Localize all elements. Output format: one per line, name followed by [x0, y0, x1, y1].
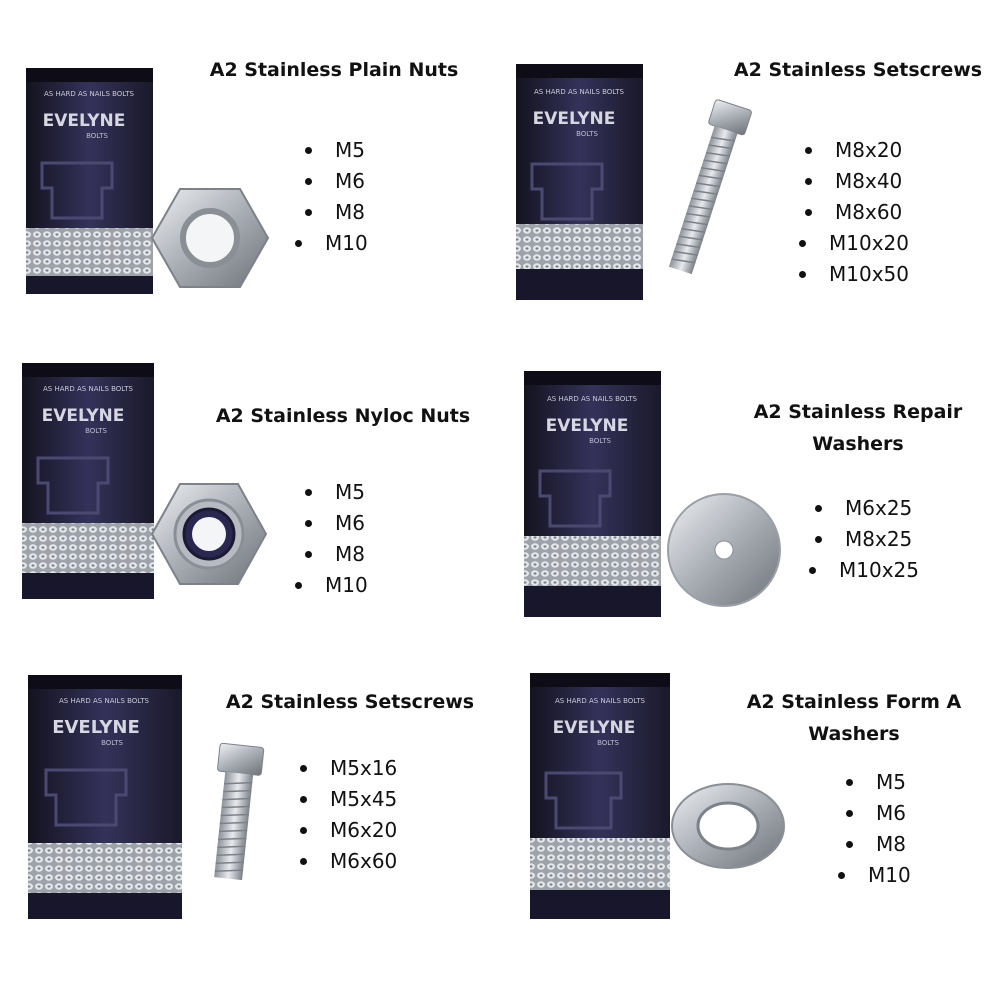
product-pouch-image: AS HARD AS NAILS BOLTS EVELYNE BOLTS	[516, 64, 643, 300]
size-item: M6	[305, 508, 368, 539]
pouch-brand-sub: BOLTS	[85, 427, 107, 435]
pouch-tagline: AS HARD AS NAILS BOLTS	[555, 697, 646, 705]
size-item: M5	[846, 767, 911, 798]
size-item: M5	[305, 135, 368, 166]
product-card-nyloc-nuts: AS HARD AS NAILS BOLTS EVELYNE BOLTS A2 …	[0, 345, 500, 675]
pouch-brand: EVELYNE	[533, 109, 616, 129]
size-list: M5x16 M5x45 M6x20 M6x60	[299, 753, 397, 877]
pouch-brand-sub: BOLTS	[589, 437, 611, 445]
pouch-brand-sub: BOLTS	[101, 739, 123, 747]
pouch-brand-sub: BOLTS	[576, 130, 598, 138]
pouch-tagline: AS HARD AS NAILS BOLTS	[534, 88, 625, 96]
pouch-brand: EVELYNE	[553, 718, 636, 738]
product-pouch-image: AS HARD AS NAILS BOLTS EVELYNE BOLTS	[26, 68, 153, 294]
size-item: M5	[305, 477, 368, 508]
size-item: M8	[305, 197, 368, 228]
pouch-tagline: AS HARD AS NAILS BOLTS	[59, 697, 150, 705]
hex-nut-image	[150, 188, 270, 288]
product-title: A2 Stainless Form A Washers	[746, 691, 962, 745]
size-item: M8x60	[805, 197, 909, 228]
pouch-tagline: AS HARD AS NAILS BOLTS	[44, 90, 135, 98]
product-card-setscrews-long: AS HARD AS NAILS BOLTS EVELYNE BOLTS A2 …	[500, 0, 1000, 330]
product-pouch-image: AS HARD AS NAILS BOLTS EVELYNE BOLTS	[22, 363, 154, 599]
product-card-form-a-washers: AS HARD AS NAILS BOLTS EVELYNE BOLTS A2 …	[500, 670, 1000, 1000]
size-item: M6	[305, 166, 368, 197]
size-list: M8x20 M8x40 M8x60 M10x20 M10x50	[799, 135, 909, 290]
product-card-repair-washers: AS HARD AS NAILS BOLTS EVELYNE BOLTS A2 …	[500, 345, 1000, 675]
pouch-brand-sub: BOLTS	[597, 739, 619, 747]
pouch-tagline: AS HARD AS NAILS BOLTS	[43, 385, 134, 393]
product-title: A2 Stainless Plain Nuts	[209, 59, 459, 81]
size-item: M10	[838, 860, 911, 891]
size-item: M6x60	[299, 846, 397, 877]
form-a-washer-image	[671, 783, 785, 869]
size-item: M6x20	[299, 815, 397, 846]
size-list: M5 M6 M8 M10	[295, 477, 368, 601]
product-title: A2 Stainless Setscrews	[225, 691, 475, 713]
size-item: M5x16	[299, 753, 397, 784]
size-item: M10	[295, 228, 368, 259]
size-list: M6x25 M8x25 M10x25	[809, 493, 919, 586]
product-title: A2 Stainless Repair Washers	[753, 401, 963, 455]
repair-washer-image	[667, 493, 781, 607]
size-item: M8x25	[815, 524, 919, 555]
size-item: M10x25	[809, 555, 919, 586]
product-title: A2 Stainless Setscrews	[733, 59, 983, 81]
pouch-brand: EVELYNE	[43, 111, 126, 131]
product-card-setscrews-short: AS HARD AS NAILS BOLTS EVELYNE BOLTS A2 …	[0, 670, 500, 1000]
size-item: M6x25	[815, 493, 919, 524]
nyloc-nut-image	[150, 483, 268, 585]
size-item: M8	[846, 829, 911, 860]
product-pouch-image: AS HARD AS NAILS BOLTS EVELYNE BOLTS	[530, 673, 670, 919]
size-item: M5x45	[299, 784, 397, 815]
pouch-brand: EVELYNE	[42, 406, 125, 426]
size-item: M8	[305, 539, 368, 570]
size-item: M6	[846, 798, 911, 829]
pouch-tagline: AS HARD AS NAILS BOLTS	[547, 395, 638, 403]
pouch-brand-sub: BOLTS	[86, 132, 108, 140]
setscrew-image	[668, 99, 752, 275]
size-list: M5 M6 M8 M10	[295, 135, 368, 259]
product-pouch-image: AS HARD AS NAILS BOLTS EVELYNE BOLTS	[524, 371, 661, 617]
size-item: M10x50	[799, 259, 909, 290]
size-item: M8x20	[805, 135, 909, 166]
size-item: M10	[295, 570, 368, 601]
size-list: M5 M6 M8 M10	[838, 767, 911, 891]
pouch-brand: EVELYNE	[546, 416, 629, 436]
product-title: A2 Stainless Nyloc Nuts	[215, 405, 471, 427]
size-item: M10x20	[799, 228, 909, 259]
setscrew-image	[214, 743, 265, 881]
product-card-plain-nuts: AS HARD AS NAILS BOLTS EVELYNE BOLTS A2 …	[0, 0, 500, 330]
product-pouch-image: AS HARD AS NAILS BOLTS EVELYNE BOLTS	[28, 675, 182, 919]
pouch-brand: EVELYNE	[52, 717, 140, 738]
size-item: M8x40	[805, 166, 909, 197]
